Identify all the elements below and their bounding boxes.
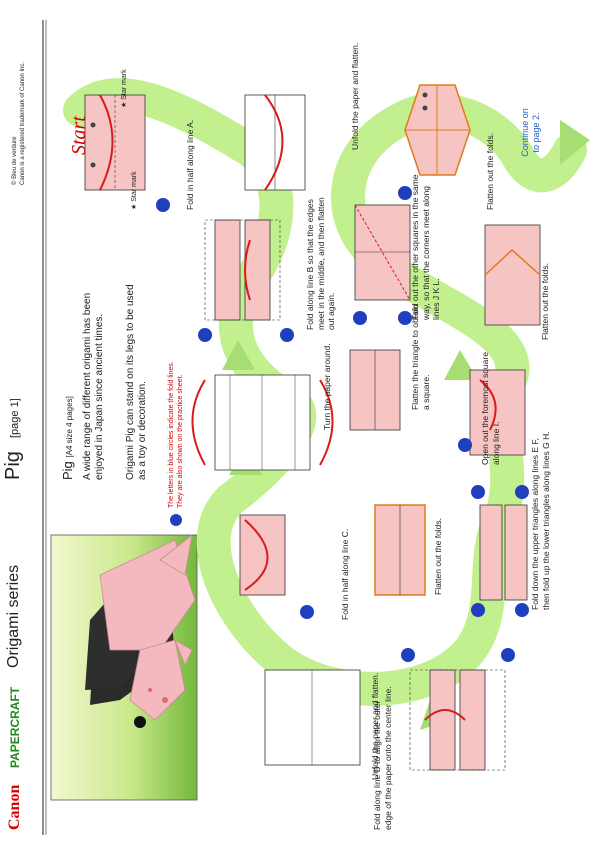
step4-arrow	[191, 379, 206, 466]
step9-caption: Fold down the upper triangles along line…	[530, 431, 551, 610]
circle-k	[398, 311, 412, 325]
circle-f	[515, 485, 529, 499]
step2-caption: Unfold the paper and flatten.	[350, 42, 360, 150]
step7-caption: Fold along line D to align the outer edg…	[372, 686, 393, 830]
step10-caption: Open out the foremost square along line …	[480, 352, 501, 465]
trademark: Canon is a registered trademark of Canon…	[20, 61, 26, 185]
step7-outline	[409, 669, 506, 771]
step4-paper	[214, 374, 311, 471]
step3-arrow	[244, 239, 251, 301]
step2-arrow	[264, 94, 284, 191]
intro-paragraph-2: Origami Pig can stand on its legs to be …	[125, 284, 148, 480]
circle-a	[156, 198, 170, 212]
path-arrow-end	[560, 120, 590, 165]
step14-eye	[422, 92, 428, 98]
step8-caption: Flatten out the folds.	[433, 517, 443, 595]
papercraft-logo: PAPERCRAFT	[8, 686, 22, 768]
circle-e	[471, 485, 485, 499]
step4-arrow	[319, 379, 334, 466]
step3-caption: Fold along line B so that the edges meet…	[305, 197, 336, 330]
pig-ear	[174, 639, 193, 667]
step14-caption: Flatten out the folds.	[485, 132, 495, 210]
pig-head	[129, 639, 186, 721]
continue-label: Continue on to page 2.	[520, 108, 541, 157]
circle-d	[401, 648, 415, 662]
path-arrow	[444, 350, 478, 380]
intro-subtitle: Pig [A4 size 4 pages]	[60, 396, 75, 480]
step1-eye	[90, 162, 96, 168]
circle-d	[501, 648, 515, 662]
step10-paper	[469, 369, 526, 456]
copyright: © Bleu de verdure	[12, 136, 18, 185]
step9-paper-right	[504, 504, 528, 601]
step7-arrow	[424, 709, 466, 721]
circle-c	[300, 605, 314, 619]
brand-logo: Canon	[6, 784, 23, 830]
fold-note-2: They are also shown on the practice shee…	[177, 374, 184, 508]
step3-outline	[204, 219, 281, 321]
pig-nose	[162, 697, 168, 703]
circle-b	[280, 328, 294, 342]
circle-l	[353, 311, 367, 325]
series-title: Origami series	[5, 564, 22, 668]
start-label: Start	[68, 116, 90, 155]
step1-caption: Fold in half along line A.	[185, 119, 195, 210]
step9-paper-left	[479, 504, 503, 601]
step4-caption: Turn the paper around.	[322, 343, 332, 430]
step5-arrow	[244, 519, 269, 591]
step6-paper	[264, 669, 361, 766]
step5-paper	[239, 514, 286, 596]
step13-caption: Flatten out the folds.	[540, 262, 550, 340]
step1-eye	[90, 122, 96, 128]
step12-caption: Fold out the other squares in the same w…	[410, 174, 441, 320]
pig-back	[99, 539, 196, 651]
circle-b	[198, 328, 212, 342]
step3-paper-left	[214, 219, 241, 321]
star-mark-label: ★ Star mark	[131, 171, 138, 210]
circle-h	[471, 603, 485, 617]
fold-note-1: The letters in blue circles indicate the…	[168, 361, 175, 508]
circle-i	[458, 438, 472, 452]
circle-j	[398, 186, 412, 200]
pig-eye	[134, 716, 146, 728]
star-mark-label: ★ Star mark	[121, 69, 128, 108]
step5-caption: Fold in half along line C.	[340, 528, 350, 620]
step12-foldline	[354, 204, 411, 301]
note-bullet	[170, 514, 182, 526]
circle-g	[515, 603, 529, 617]
step10-arrow	[479, 379, 497, 431]
intro-paragraph-1: A wide range of different origami has be…	[82, 292, 105, 480]
step1-arrow	[99, 94, 114, 191]
step13-fold	[484, 248, 541, 276]
pig-spot	[148, 688, 152, 692]
page-title: Pig	[2, 451, 24, 480]
step14-eye	[422, 105, 428, 111]
page-number: [page 1]	[9, 398, 21, 438]
path-arrow	[222, 340, 255, 370]
step3-paper-right	[244, 219, 271, 321]
pig-tail	[159, 534, 193, 576]
